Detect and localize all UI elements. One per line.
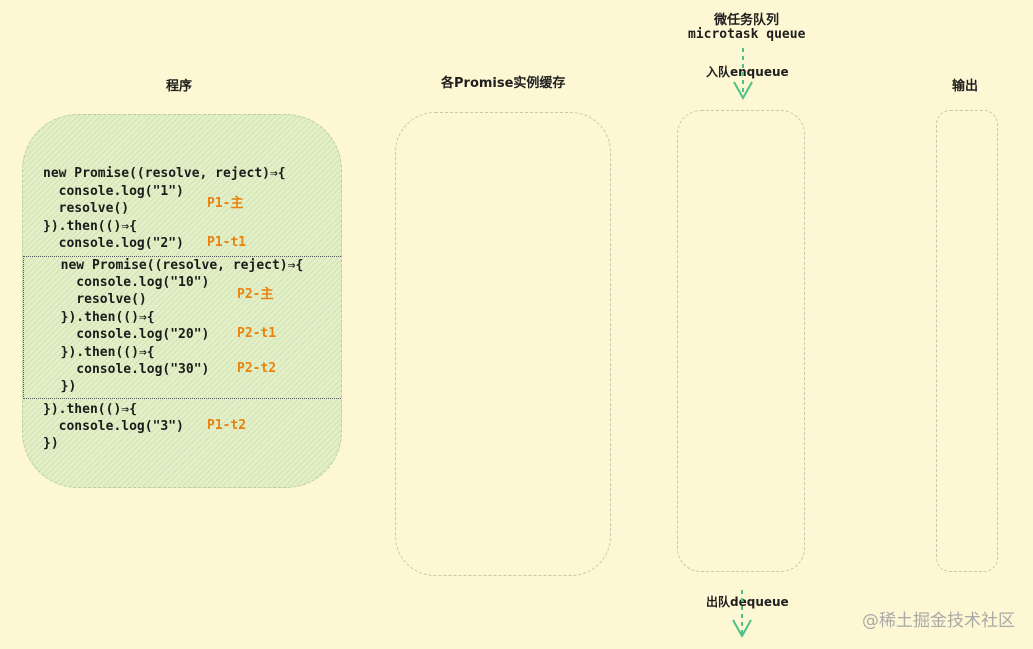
output-header: 输出 bbox=[952, 79, 979, 94]
dequeue-arrow bbox=[732, 590, 752, 639]
cache-header: 各Promise实例缓存 bbox=[441, 76, 566, 91]
nested-promise-box bbox=[23, 256, 341, 399]
output-box bbox=[936, 110, 998, 572]
tag-p1-t1: P1-t1 bbox=[207, 235, 247, 250]
dequeue-label: 出队dequeue bbox=[706, 595, 789, 609]
tag-p1-main: P1-主 bbox=[207, 196, 244, 211]
code-line: }).then(()⇒{ bbox=[45, 310, 155, 325]
tag-p2-main: P2-主 bbox=[237, 287, 274, 302]
program-header: 程序 bbox=[166, 79, 193, 94]
code-line: }) bbox=[45, 379, 77, 394]
code-line: new Promise((resolve, reject)⇒{ bbox=[43, 166, 286, 181]
microtask-queue-box bbox=[677, 110, 805, 572]
code-line: new Promise((resolve, reject)⇒{ bbox=[45, 258, 304, 273]
code-line: }).then(()⇒{ bbox=[43, 219, 137, 234]
code-line: console.log("1") bbox=[43, 184, 184, 199]
microtask-header-en: microtask queue bbox=[688, 27, 806, 42]
code-line: resolve() bbox=[45, 292, 147, 307]
enqueue-label: 入队enqueue bbox=[706, 65, 789, 79]
enqueue-arrow bbox=[733, 48, 753, 101]
code-line: }) bbox=[43, 436, 59, 451]
code-line: console.log("10") bbox=[45, 275, 210, 290]
tag-p2-t1: P2-t1 bbox=[237, 326, 277, 341]
tag-p2-t2: P2-t2 bbox=[237, 361, 277, 376]
code-line: }).then(()⇒{ bbox=[45, 345, 155, 360]
code-line: console.log("20") bbox=[45, 327, 210, 342]
code-line: console.log("3") bbox=[43, 419, 184, 434]
program-code-box: new Promise((resolve, reject)⇒{ console.… bbox=[22, 114, 342, 488]
watermark: @稀土掘金技术社区 bbox=[862, 611, 1015, 631]
code-line: console.log("2") bbox=[43, 236, 184, 251]
code-line: resolve() bbox=[43, 201, 130, 216]
microtask-header-cn: 微任务队列 bbox=[714, 13, 780, 28]
promise-cache-box bbox=[395, 112, 611, 576]
tag-p1-t2: P1-t2 bbox=[207, 418, 247, 433]
code-line: }).then(()⇒{ bbox=[43, 402, 137, 417]
code-line: console.log("30") bbox=[45, 362, 210, 377]
